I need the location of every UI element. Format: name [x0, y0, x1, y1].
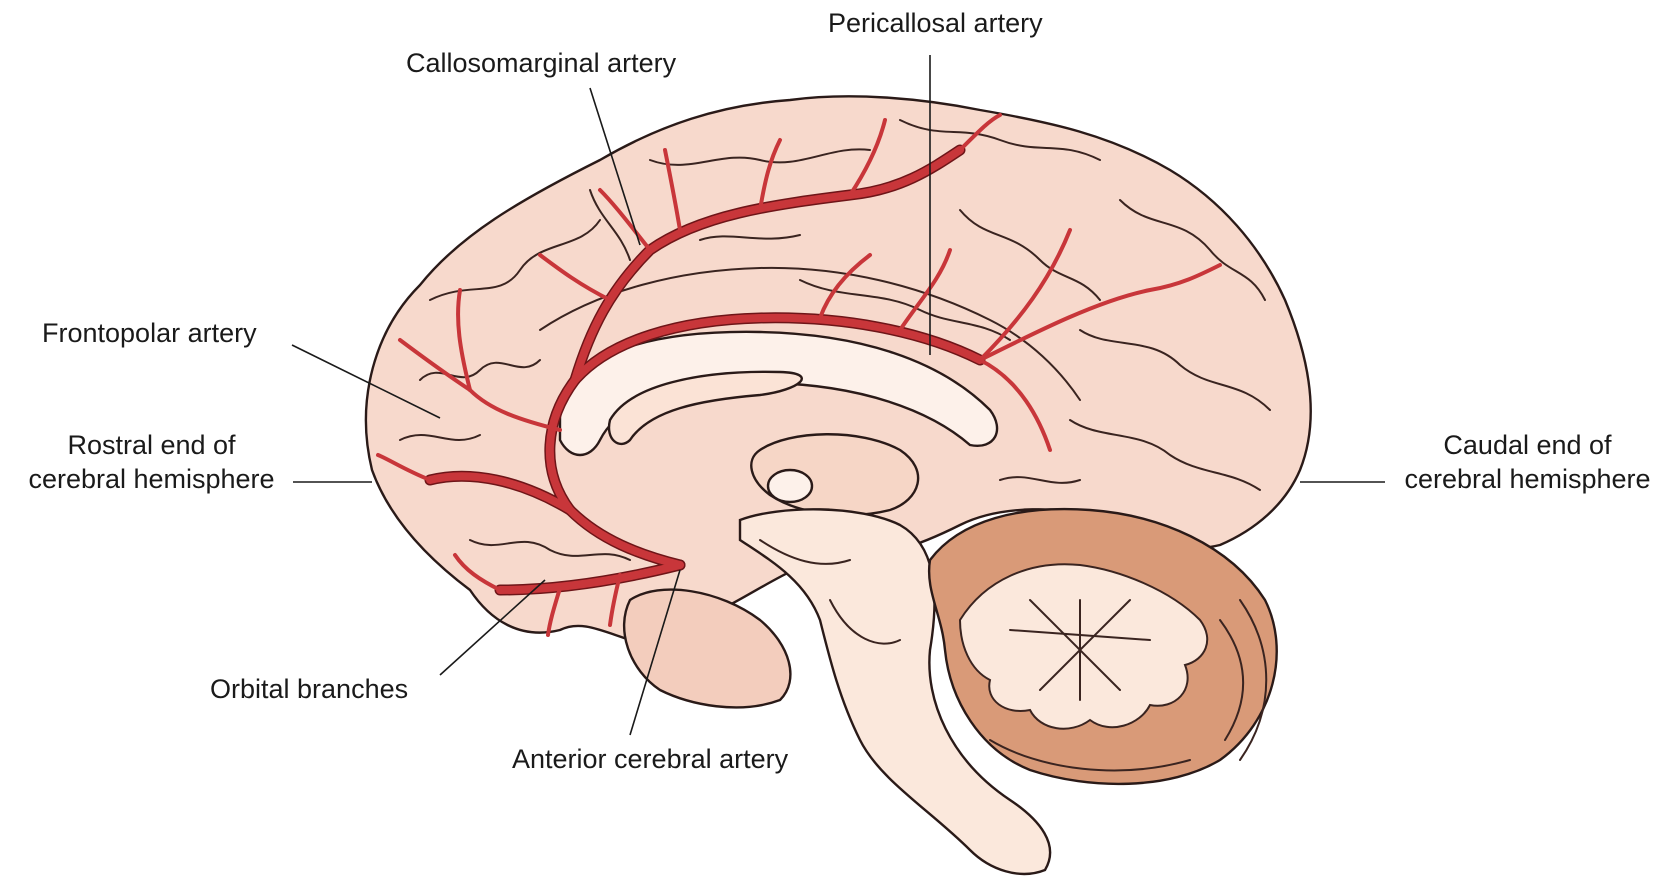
label-anterior-cerebral-artery: Anterior cerebral artery: [512, 742, 788, 776]
label-orbital-branches: Orbital branches: [210, 672, 408, 706]
label-caudal-line1: Caudal end of: [1385, 428, 1670, 462]
label-frontopolar-artery: Frontopolar artery: [42, 316, 257, 350]
label-caudal-end: Caudal end of cerebral hemisphere: [1385, 428, 1670, 496]
label-rostral-line2: cerebral hemisphere: [10, 462, 293, 496]
label-pericallosal-artery: Pericallosal artery: [828, 6, 1043, 40]
cerebellum: [929, 509, 1277, 784]
label-rostral-line1: Rostral end of: [10, 428, 293, 462]
label-rostral-end: Rostral end of cerebral hemisphere: [10, 428, 293, 496]
label-caudal-line2: cerebral hemisphere: [1385, 462, 1670, 496]
label-callosomarginal-artery: Callosomarginal artery: [406, 46, 676, 80]
temporal-lobe: [624, 590, 790, 708]
interthalamic-adhesion: [768, 470, 812, 502]
